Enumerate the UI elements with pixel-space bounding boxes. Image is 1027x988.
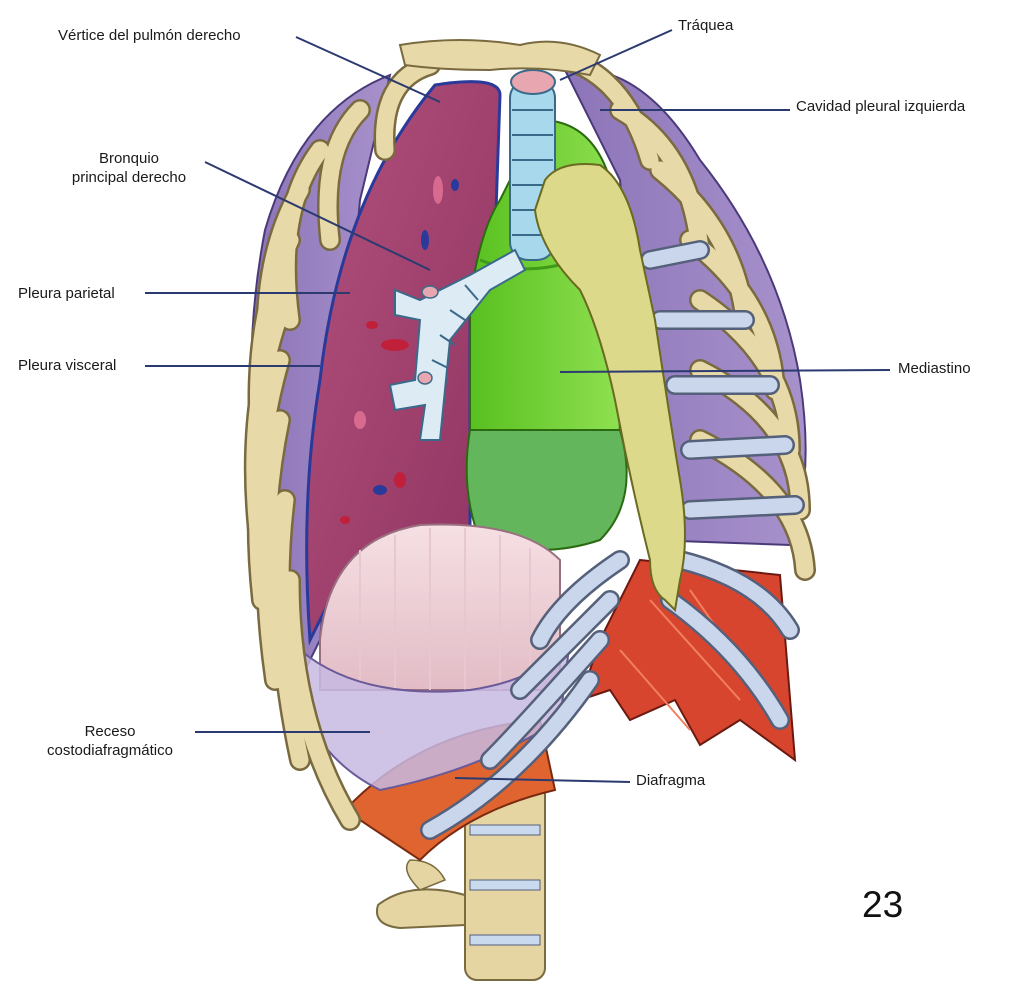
leader-lines (145, 29, 891, 783)
right-main-bronchus (388, 248, 527, 441)
label-left-pleural-cavity: Cavidad pleural izquierda (796, 98, 966, 115)
label-apex: Vértice del pulmón derecho (58, 27, 241, 44)
label-bronchus-line2: principal derecho (71, 169, 187, 186)
label-recess: Receso costodiafragmático (20, 722, 200, 760)
leader-apex (295, 36, 441, 103)
label-recess-line2: costodiafragmático (47, 742, 173, 759)
label-recess-line1: Receso (84, 723, 136, 740)
leader-bronchus (204, 161, 431, 271)
page-number: 23 (862, 884, 904, 925)
leader-trachea (559, 29, 673, 81)
label-bronchus: Bronquio principal derecho (44, 149, 214, 187)
label-diaphragm: Diafragma (636, 772, 706, 789)
costal-cartilages (420, 240, 805, 840)
vertebral-column (376, 779, 546, 981)
leader-diaphragm (454, 777, 631, 783)
label-parietal-pleura: Pleura parietal (18, 285, 115, 302)
label-trachea: Tráquea (678, 17, 734, 34)
sternum (533, 163, 686, 613)
leader-mediastinum (559, 369, 891, 373)
label-mediastinum: Mediastino (898, 360, 971, 377)
right-diaphragm-dome (319, 523, 561, 691)
label-visceral-pleura: Pleura visceral (18, 357, 117, 374)
label-bronchus-line1: Bronquio (98, 150, 160, 167)
